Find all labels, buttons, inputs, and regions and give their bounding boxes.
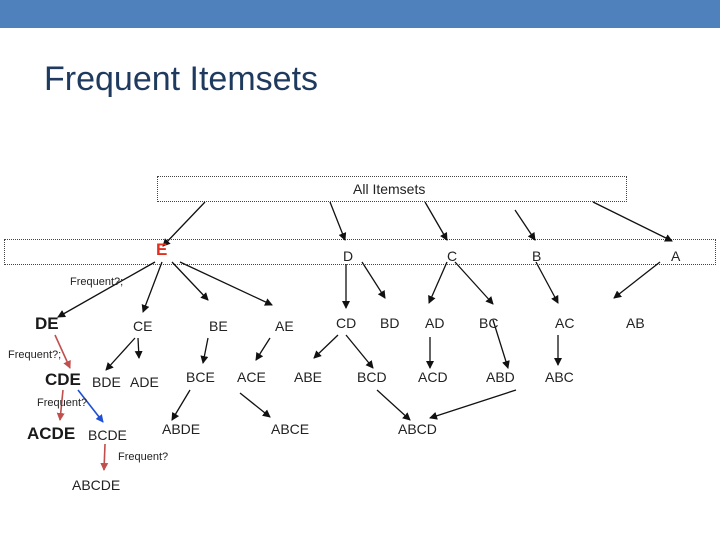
node-d: D: [343, 248, 354, 264]
arrow-ce-bde: [105, 337, 136, 371]
frequent-question-2: Frequent?;: [8, 349, 62, 361]
frequent-question-3: Frequent?: [37, 397, 88, 409]
arrow-c-bc: [454, 261, 494, 305]
arrow-ae-ace: [255, 337, 271, 361]
node-ae: AE: [275, 318, 294, 334]
arrow-e-ae: [179, 261, 273, 306]
arrow-e-be: [171, 261, 209, 301]
node-abc: ABC: [545, 369, 574, 385]
node-a: A: [671, 248, 681, 264]
root-frame: [157, 176, 627, 202]
node-abce: ABCE: [271, 421, 310, 437]
arrow-red-bcde-abcde: [100, 443, 109, 471]
slide-title: Frequent Itemsets: [44, 60, 319, 98]
node-ce: CE: [133, 318, 153, 334]
node-bc: BC: [479, 315, 499, 331]
arrow-a-ab: [613, 261, 661, 299]
node-c: C: [447, 248, 458, 264]
top-accent-bar: [0, 0, 720, 28]
arrow-be-bce: [200, 337, 209, 364]
node-acde: ACDE: [27, 424, 76, 443]
arrow-e-ce: [141, 261, 163, 313]
node-abe: ABE: [294, 369, 323, 385]
arrow-b-ac: [535, 261, 559, 304]
arrow-root-b: [514, 209, 536, 241]
node-ac: AC: [555, 315, 575, 331]
node-bd: BD: [380, 315, 400, 331]
arrow-c-ad: [428, 261, 448, 304]
node-bcde: BCDE: [88, 427, 127, 443]
node-acd: ACD: [418, 369, 448, 385]
arrow-root-e: [162, 201, 206, 247]
arrow-cd-bcd: [345, 334, 374, 369]
arrow-ce-ade: [134, 337, 143, 359]
arrow-root-c: [424, 201, 448, 241]
node-abcd: ABCD: [398, 421, 437, 437]
node-bce: BCE: [186, 369, 215, 385]
frequent-question-4: Frequent?: [118, 451, 169, 463]
arrow-red-cde-acde: [56, 389, 65, 421]
node-bde: BDE: [92, 374, 121, 390]
arrow-root-a: [592, 201, 673, 242]
arrow-blue-cde-bcde: [77, 389, 104, 423]
node-ace: ACE: [237, 369, 266, 385]
node-bcd: BCD: [357, 369, 387, 385]
node-cd: CD: [336, 315, 357, 331]
frequent-question-1: Frequent?;: [70, 276, 124, 288]
arrow-d-bd: [361, 261, 386, 299]
node-all-itemsets: All Itemsets: [353, 181, 426, 197]
node-ade: ADE: [130, 374, 159, 390]
arrow-cd-abe: [313, 334, 339, 359]
node-ad: AD: [425, 315, 445, 331]
node-b: B: [532, 248, 542, 264]
arrow-bce-abde: [171, 389, 191, 421]
node-e: E: [156, 240, 168, 259]
arrow-bc-abd: [492, 319, 510, 369]
arrow-red-de-cde: [54, 334, 71, 369]
node-abcde: ABCDE: [72, 477, 121, 493]
node-ab: AB: [626, 315, 645, 331]
node-abd: ABD: [486, 369, 515, 385]
node-de: DE: [35, 314, 59, 333]
arrow-bcd-abcd: [376, 389, 411, 421]
node-abde: ABDE: [162, 421, 201, 437]
arrow-ace-abce: [239, 392, 271, 418]
arrow-root-d: [329, 201, 347, 241]
node-cde: CDE: [45, 370, 81, 389]
arrow-e-de: [57, 261, 156, 318]
node-be: BE: [209, 318, 228, 334]
arrow-abd-abcd: [429, 389, 517, 420]
level1-frame: [4, 239, 716, 265]
